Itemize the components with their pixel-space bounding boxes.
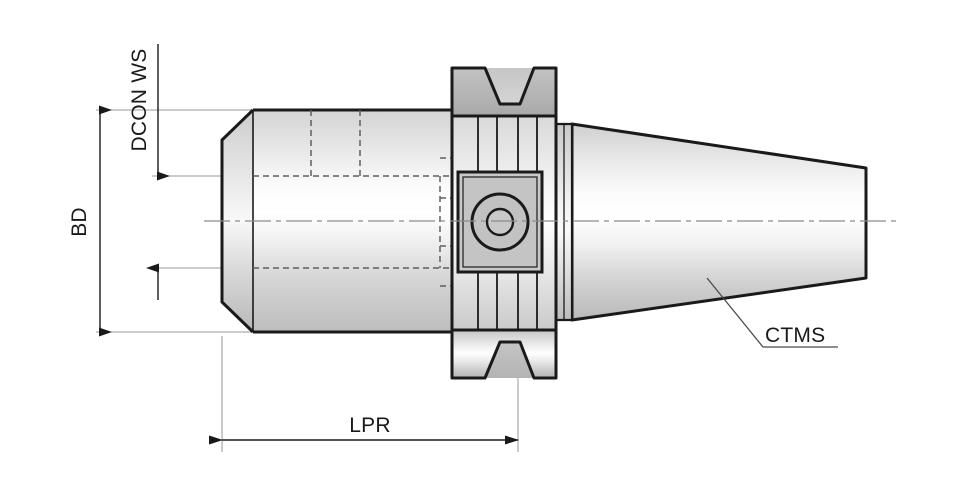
flange-notch-bottom (450, 328, 558, 380)
dimension-bd: BD (68, 105, 112, 337)
coolant-hole-inner-circle (485, 207, 515, 237)
flange-side-outline (450, 116, 558, 330)
flange-rib-lines (477, 116, 538, 330)
dimension-bd-label: BD (68, 207, 91, 237)
dimension-dcon-ws: DCON WS (128, 44, 170, 300)
dimension-lpr-label: LPR (349, 414, 390, 437)
dimension-lpr: LPR (209, 414, 519, 445)
callout-ctms: CTMS (706, 277, 838, 348)
flange-notch-top (450, 66, 558, 118)
body-outline-horizontal (253, 108, 452, 334)
coolant-block-group (456, 170, 544, 274)
callout-ctms-label: CTMS (765, 324, 825, 347)
callout-ctms-leader (706, 277, 764, 348)
dimension-dcon-ws-label: DCON WS (128, 49, 151, 152)
extension-lines-group (96, 109, 519, 452)
